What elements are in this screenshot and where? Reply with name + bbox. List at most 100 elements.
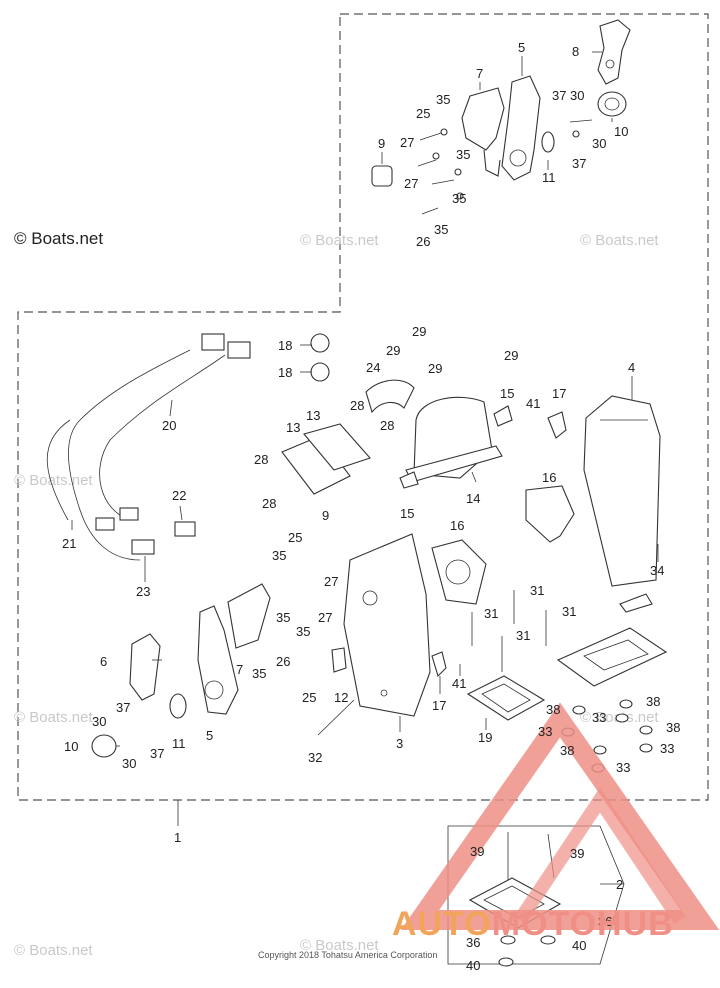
label-28: 28	[350, 398, 364, 413]
label-39: 39	[570, 846, 584, 861]
label-28: 28	[380, 418, 394, 433]
label-17: 17	[552, 386, 566, 401]
label-37: 37	[572, 156, 586, 171]
label-8: 8	[572, 44, 579, 59]
label-9: 9	[322, 508, 329, 523]
part-34-bracket	[619, 593, 653, 613]
part-16-gasket-right	[525, 485, 575, 543]
brand-part2: MOTO	[491, 905, 598, 943]
watermark-text: © Boats.net	[580, 232, 659, 249]
part-22-connector	[174, 521, 196, 537]
label-33: 33	[616, 760, 630, 775]
label-35: 35	[434, 222, 448, 237]
label-37: 37	[150, 746, 164, 761]
part-19-gasket	[466, 675, 546, 721]
part-10-bushing	[597, 91, 627, 117]
label-3: 3	[396, 736, 403, 751]
part-12-bracket	[331, 647, 347, 673]
part-10-bushing-lower	[91, 734, 117, 758]
label-11: 11	[172, 736, 186, 751]
label-31: 31	[530, 583, 544, 598]
label-15: 15	[400, 506, 414, 521]
part-3-control-body	[343, 533, 431, 717]
label-21: 21	[62, 536, 76, 551]
label-13: 13	[286, 420, 300, 435]
label-37: 37	[116, 700, 130, 715]
part-24-cover	[365, 379, 415, 414]
part-13-plates	[281, 423, 371, 495]
brand-logo-shape	[400, 702, 720, 930]
label-26: 26	[416, 234, 430, 249]
watermarks: © Boats.net © Boats.net © Boats.net © Bo…	[14, 232, 659, 959]
label-27: 27	[400, 135, 414, 150]
label-29: 29	[428, 361, 442, 376]
label-23: 23	[136, 584, 150, 599]
label-41: 41	[526, 396, 540, 411]
label-27: 27	[404, 176, 418, 191]
label-14: 14	[466, 491, 480, 506]
brand-part3: HUB	[597, 905, 674, 943]
label-18: 18	[278, 338, 292, 353]
label-17: 17	[432, 698, 446, 713]
label-28: 28	[254, 452, 268, 467]
part-17-clip	[431, 411, 567, 678]
part-11-washer-upper	[541, 131, 555, 153]
part-4-side-cover	[583, 395, 661, 587]
label-25: 25	[288, 530, 302, 545]
label-9: 9	[378, 136, 385, 151]
part-7-lever-housing	[461, 87, 505, 177]
label-32: 32	[308, 750, 322, 765]
label-22: 22	[172, 488, 186, 503]
label-27: 27	[318, 610, 332, 625]
label-35: 35	[452, 191, 466, 206]
part-16-gasket-center	[431, 539, 487, 605]
part-5-lever-arm	[501, 75, 541, 181]
label-11: 11	[542, 170, 556, 185]
part-20-harness	[68, 333, 251, 561]
label-24: 24	[366, 360, 380, 375]
upper-screws	[417, 119, 593, 215]
label-31: 31	[562, 604, 576, 619]
label-16: 16	[542, 470, 556, 485]
label-18: 18	[278, 365, 292, 380]
part-11-washer-lower	[169, 693, 187, 719]
label-37: 37	[552, 88, 566, 103]
brand-part1: AUTO	[392, 905, 492, 943]
label-31: 31	[516, 628, 530, 643]
label-38: 38	[646, 694, 660, 709]
part-9-knob	[371, 165, 393, 187]
label-26: 26	[276, 654, 290, 669]
label-20: 20	[162, 418, 176, 433]
copyright-text: Copyright 2018 Tohatsu America Corporati…	[258, 950, 438, 960]
watermark-text: © Boats.net	[300, 232, 379, 249]
label-19: 19	[478, 730, 492, 745]
label-39: 39	[470, 844, 484, 859]
part-18-caps	[310, 333, 330, 382]
part-23-connector	[131, 539, 155, 555]
label-10: 10	[64, 739, 78, 754]
label-10: 10	[614, 124, 628, 139]
label-6: 6	[100, 654, 107, 669]
label-35: 35	[296, 624, 310, 639]
label-7: 7	[476, 66, 483, 81]
label-16: 16	[450, 518, 464, 533]
label-35: 35	[272, 548, 286, 563]
label-35: 35	[456, 147, 470, 162]
part-6-handle	[129, 633, 161, 701]
label-2: 2	[616, 877, 623, 892]
label-30: 30	[92, 714, 106, 729]
part-32-long-bolt	[317, 699, 355, 736]
label-4: 4	[628, 360, 635, 375]
label-29: 29	[504, 348, 518, 363]
label-38: 38	[666, 720, 680, 735]
label-27: 27	[324, 574, 338, 589]
label-40: 40	[572, 938, 586, 953]
label-35: 35	[276, 610, 290, 625]
label-31: 31	[484, 606, 498, 621]
label-36: 36	[598, 914, 612, 929]
watermark-text: © Boats.net	[300, 937, 379, 954]
part-8-handle	[597, 19, 631, 85]
label-25: 25	[302, 690, 316, 705]
label-29: 29	[386, 343, 400, 358]
